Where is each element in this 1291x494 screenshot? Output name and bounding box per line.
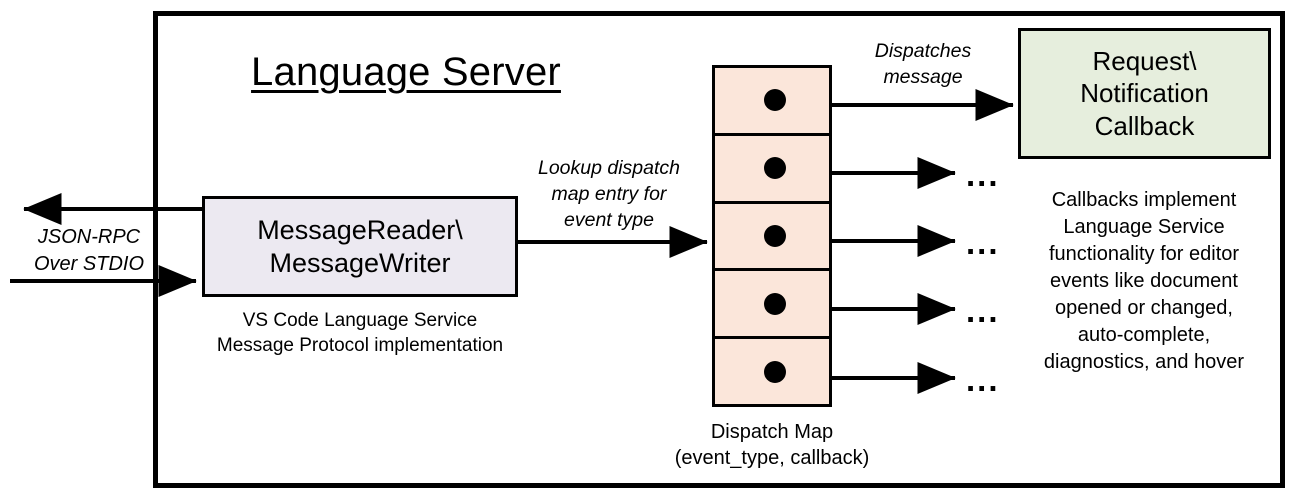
- callback-pointer-dot-icon: [764, 89, 786, 112]
- dispatch-map-row[interactable]: [715, 204, 829, 272]
- dispatch-map-table[interactable]: [712, 65, 832, 407]
- dispatches-message-label: Dispatches message: [874, 40, 972, 89]
- callback-description-caption: Callbacks implement Language Service fun…: [1043, 189, 1245, 373]
- ellipsis-2: ...: [966, 156, 1000, 193]
- dispatch-map-row[interactable]: [715, 271, 829, 340]
- message-reader-writer-box[interactable]: MessageReader\ MessageWriter: [202, 196, 518, 297]
- ellipsis-5: ...: [966, 361, 1000, 398]
- callback-pointer-dot-icon: [764, 360, 786, 383]
- dispatch-map-row[interactable]: [715, 136, 829, 204]
- ellipsis-3: ...: [966, 224, 1000, 261]
- language-server-boundary: [153, 11, 1285, 488]
- dispatch-map-caption: Dispatch Map (event_type, callback): [674, 421, 870, 469]
- callback-pointer-dot-icon: [764, 292, 786, 315]
- dispatch-map-row[interactable]: [715, 68, 829, 136]
- jsonrpc-stdio-label: JSON-RPC Over STDIO: [33, 226, 144, 275]
- request-notification-callback-box[interactable]: Request\ Notification Callback: [1018, 28, 1271, 159]
- callback-pointer-dot-icon: [764, 224, 786, 247]
- lookup-dispatch-label: Lookup dispatch map entry for event type: [537, 157, 681, 232]
- message-reader-writer-label: MessageReader\ MessageWriter: [257, 214, 463, 278]
- page-title: Language Server: [251, 50, 561, 94]
- ellipsis-4: ...: [966, 292, 1000, 329]
- dispatch-map-row[interactable]: [715, 339, 829, 404]
- message-reader-writer-caption: VS Code Language Service Message Protoco…: [216, 310, 504, 357]
- request-notification-callback-label: Request\ Notification Callback: [1080, 46, 1209, 141]
- callback-pointer-dot-icon: [764, 157, 786, 180]
